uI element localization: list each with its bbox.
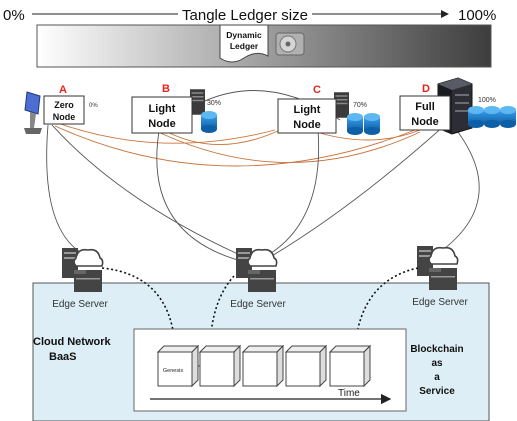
- service-line1: Blockchain: [410, 344, 463, 355]
- node-b: B Light Node 30%: [131, 83, 221, 134]
- node-d-line2: Node: [411, 116, 439, 128]
- cloud-title-line1: Cloud Network: [33, 336, 111, 348]
- mesh-link-c-d: [309, 129, 421, 141]
- node-a-line1: Zero: [54, 100, 74, 110]
- node-d: D Full Node 100%: [399, 77, 516, 135]
- edge-server-1: Edge Server: [52, 247, 108, 310]
- service-line2: as: [431, 358, 443, 369]
- node-b-line2: Node: [148, 118, 176, 130]
- edge-server-3-label: Edge Server: [412, 297, 468, 308]
- arc-d-edge2: [264, 124, 446, 261]
- mesh-link-a-d: [54, 125, 421, 167]
- hard-drive-icon: [275, 32, 305, 56]
- node-c-line1: Light: [294, 104, 321, 116]
- scale-end-label: 100%: [458, 7, 496, 24]
- dotted-link-edge2: [209, 275, 235, 347]
- node-d-percent: 100%: [478, 97, 496, 104]
- blockchain: Genesis: [156, 344, 372, 388]
- arc-d-edge3: [439, 127, 480, 253]
- block: [198, 344, 242, 388]
- block: [241, 344, 285, 388]
- disk-icon: [364, 113, 380, 135]
- node-a-percent: 0%: [89, 103, 98, 109]
- node-d-letter: D: [422, 83, 430, 95]
- dotted-link-edge1: [101, 267, 176, 347]
- cloud-title-line2: BaaS: [49, 351, 77, 363]
- node-a-line2: Node: [53, 112, 76, 122]
- node-c-letter: C: [313, 84, 321, 96]
- dynamic-ledger-document-icon: Dynamic Ledger: [219, 24, 269, 63]
- node-b-percent: 30%: [207, 100, 221, 107]
- node-c: C Light Node 70%: [277, 84, 380, 135]
- disk-icon: [201, 111, 217, 133]
- disk-icon: [484, 106, 500, 128]
- block: [328, 344, 372, 388]
- edge-server-1-label: Edge Server: [52, 299, 108, 310]
- scale-start-label: 0%: [3, 7, 25, 24]
- arc-b-edge2: [156, 124, 246, 263]
- mesh-link-a-c: [54, 121, 276, 144]
- scale-title: Tangle Ledger size: [182, 7, 308, 24]
- node-b-line1: Light: [149, 103, 176, 115]
- arc-c-edge2: [254, 129, 320, 263]
- node-a: A Zero Node 0%: [24, 84, 98, 134]
- disk-icon: [347, 113, 363, 135]
- dynamic-ledger-line1: Dynamic: [226, 30, 262, 40]
- disk-icon: [500, 106, 516, 128]
- arc-a-edge1: [46, 124, 81, 253]
- edge-server-2-label: Edge Server: [230, 299, 286, 310]
- node-a-letter: A: [59, 84, 67, 96]
- light-node-b-box: [131, 96, 193, 134]
- full-node-box: [399, 95, 451, 131]
- edge-server-3: Edge Server: [412, 245, 468, 308]
- dynamic-ledger-line2: Ledger: [230, 41, 259, 51]
- zero-node-box: [43, 95, 85, 125]
- service-line3: a: [434, 372, 440, 383]
- edge-server-2: Edge Server: [230, 247, 286, 310]
- light-node-c-box: [277, 98, 337, 134]
- mesh-link-b-d: [149, 127, 421, 163]
- block: [284, 344, 328, 388]
- time-label: Time: [338, 388, 360, 399]
- disk-icon: [468, 106, 484, 128]
- node-c-percent: 70%: [353, 102, 367, 109]
- mesh-link-b-c: [159, 127, 281, 145]
- node-mesh-links: [54, 121, 421, 167]
- arc-a-edge2: [51, 124, 241, 256]
- genesis-label: Genesis: [163, 368, 183, 374]
- node-b-letter: B: [162, 83, 170, 95]
- node-d-line1: Full: [415, 101, 435, 113]
- service-line4: Service: [419, 386, 455, 397]
- block-genesis: Genesis: [156, 344, 200, 388]
- node-c-line2: Node: [293, 119, 321, 131]
- kiosk-terminal-icon: [24, 91, 42, 134]
